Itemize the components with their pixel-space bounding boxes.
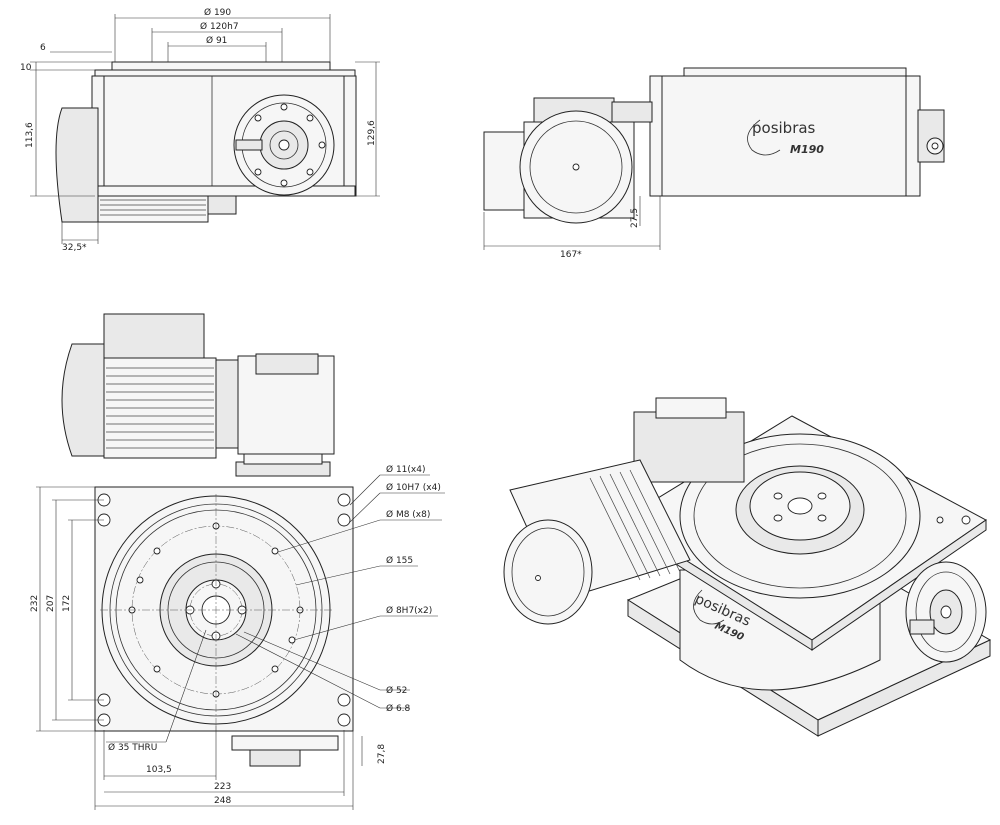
dim-223: 223 [214,782,231,792]
dim-d91: Ø 91 [206,35,227,46]
front-elevation-view: Ø 190 Ø 120h7 Ø 91 6 10 113,6 129,6 32,5… [20,7,380,253]
dim-10: 10 [20,63,32,73]
brand-name-side: posibras [752,119,816,137]
dim-207: 207 [46,595,56,612]
cooling-fins-top [106,367,214,449]
cooling-fins-iso [589,469,681,581]
isometric-view: posibras M190 [503,397,992,737]
callout-d8h7: Ø 8H7(x2) [386,605,432,616]
dim-172: 172 [62,595,72,612]
motor-fan-cover-iso [503,519,593,625]
drive-flange-iso [905,561,987,663]
callout-d10h7: Ø 10H7 (x4) [386,482,441,493]
side-elevation-view: posibras M190 167* 27,5 [483,67,945,260]
dim-d190: Ø 190 [204,7,231,18]
dim-32-5: 32,5* [62,243,87,253]
callout-m8: Ø M8 (x8) [386,509,430,520]
callout-d11: Ø 11(x4) [386,464,425,475]
top-plan-view: 232 207 172 103,5 223 248 27,8 Ø 11(x [30,313,445,810]
dim-27-8: 27,8 [377,744,387,764]
dim-27-5: 27,5 [630,208,640,228]
callout-d6-8: Ø 6.8 [386,703,411,714]
brand-model-side: M190 [790,143,824,156]
rotary-table-iso [679,433,921,599]
rotary-table-top [100,494,332,726]
dim-d120h7: Ø 120h7 [200,21,239,32]
callout-d52: Ø 52 [386,685,407,696]
dim-248: 248 [214,796,231,806]
dim-103-5: 103,5 [146,765,172,775]
dim-232: 232 [30,595,40,612]
dim-167: 167* [560,250,582,260]
dim-113-6: 113,6 [25,122,35,148]
cooling-fins-front [100,199,206,216]
posibras-logo-side: posibras M190 [747,119,824,156]
dim-6: 6 [40,43,46,53]
dim-129-6: 129,6 [367,120,377,146]
callout-d155: Ø 155 [386,555,413,566]
motor-fan-cover-side [519,110,633,224]
callout-d35: Ø 35 THRU [108,742,157,753]
drive-flange-front [233,94,335,196]
